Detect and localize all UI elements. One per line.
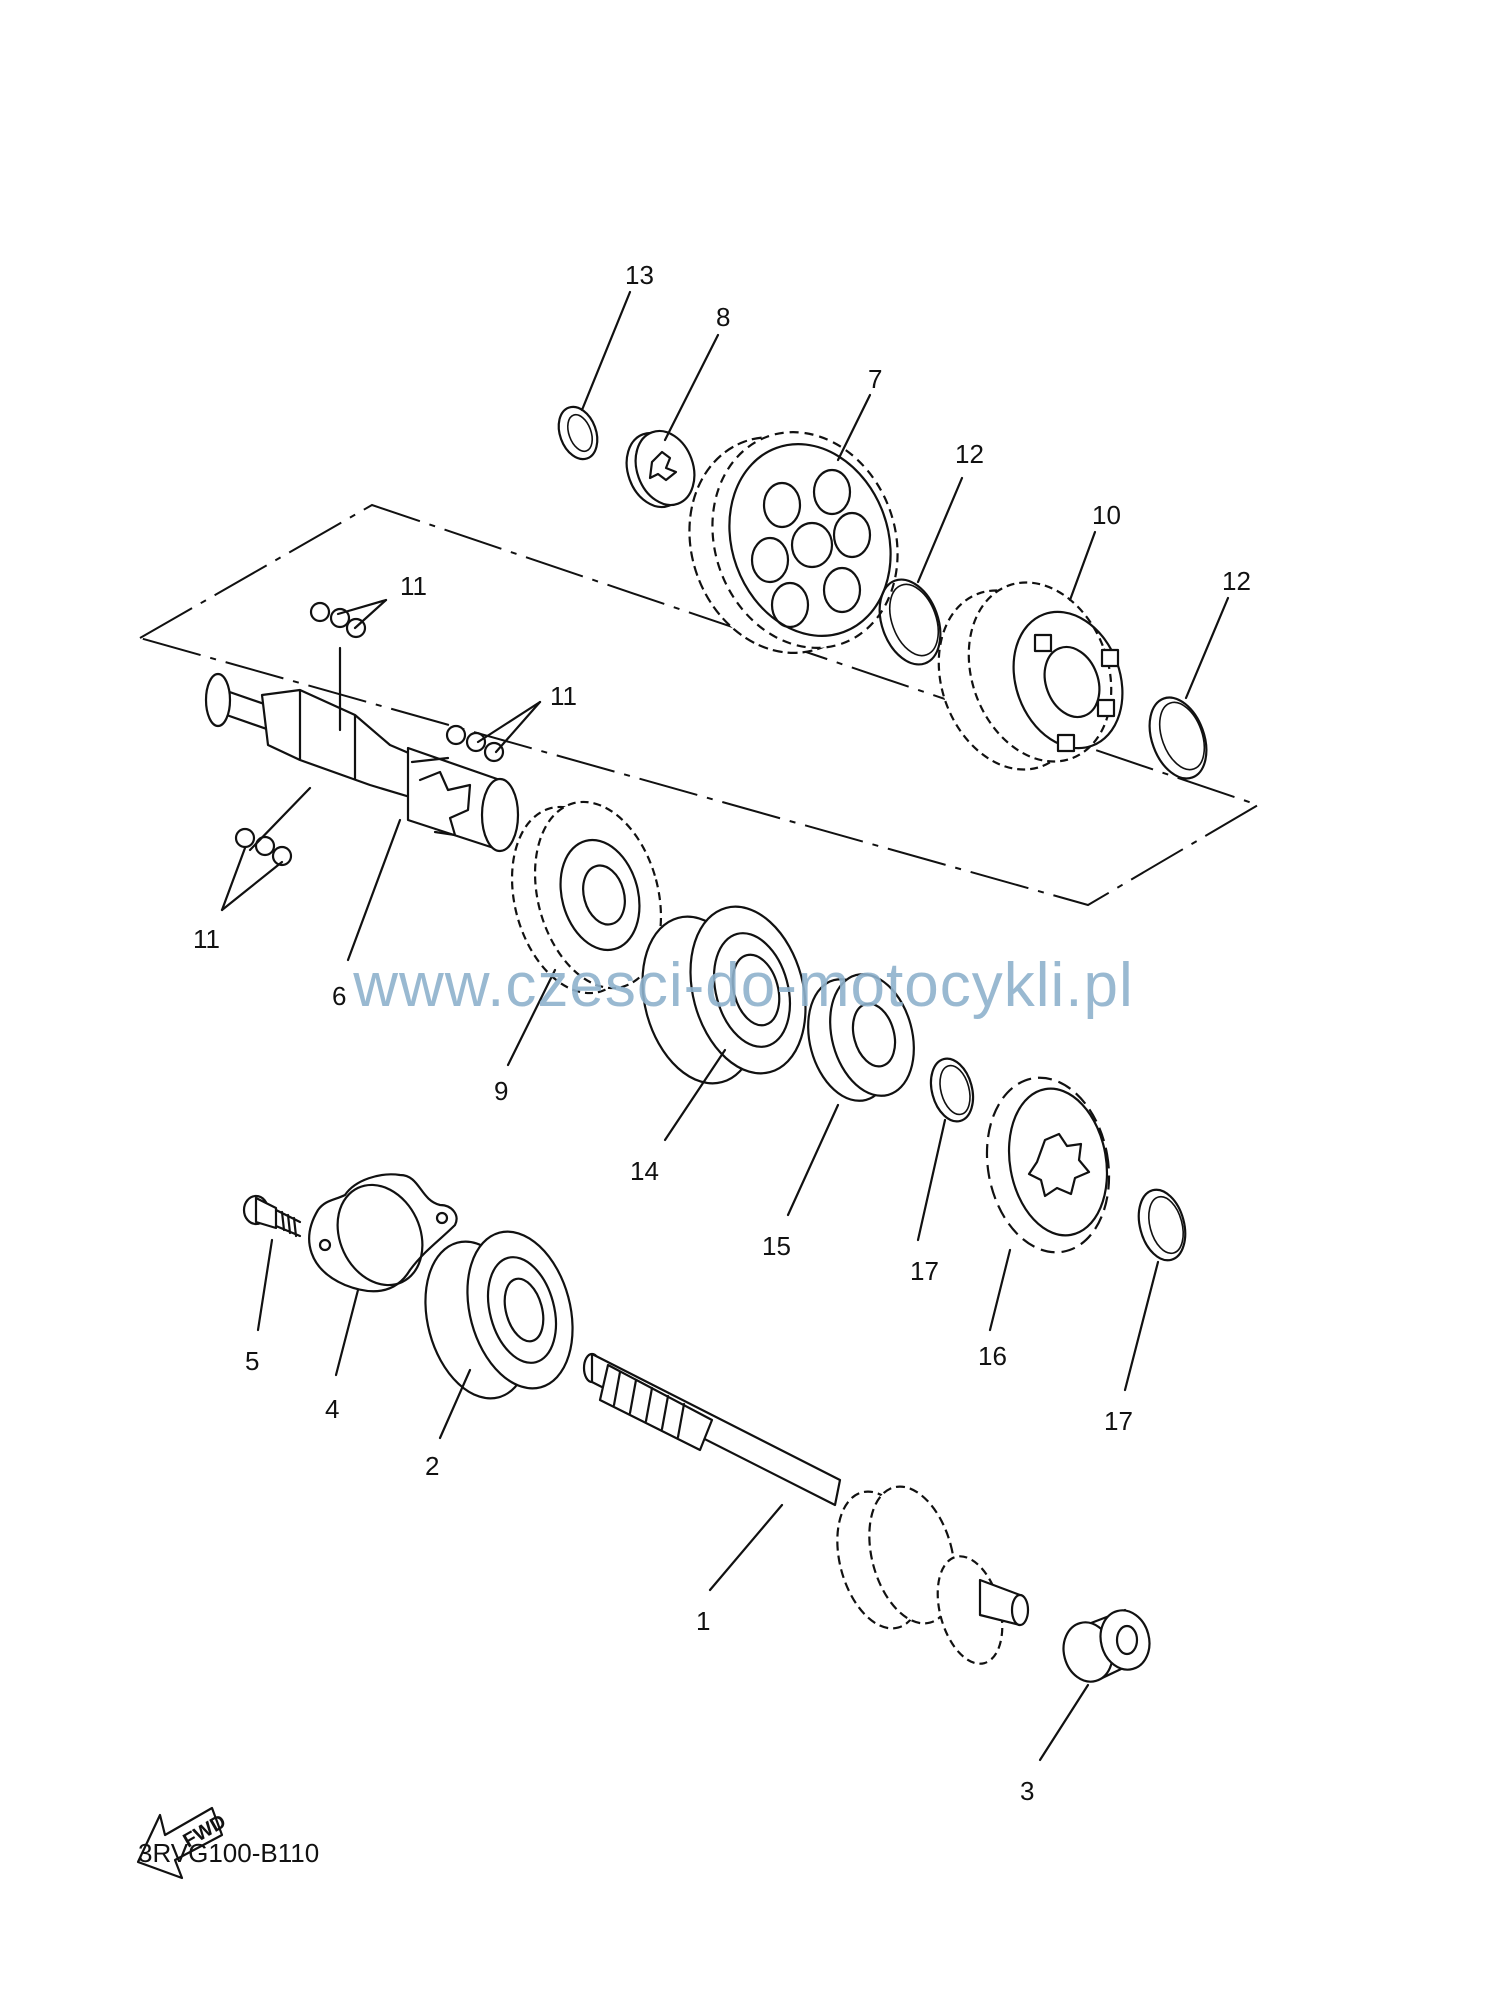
part-17-circlip-lower xyxy=(1137,1188,1187,1262)
part-12-circlip-lower xyxy=(1148,696,1208,780)
diagram-code: 3RVG100-B110 xyxy=(138,1838,320,1868)
part-10-dog-gear xyxy=(937,581,1124,771)
label-part-12-lower: 12 xyxy=(1222,566,1251,596)
part-7-gear xyxy=(688,431,899,654)
label-part-3: 3 xyxy=(1020,1776,1034,1806)
part-15-oil-seal xyxy=(807,973,915,1102)
part-1-main-axle xyxy=(582,1352,1030,1665)
part-14-bearing xyxy=(641,905,807,1085)
part-8-washer xyxy=(625,429,696,509)
part-16-sprocket xyxy=(985,1076,1111,1254)
label-part-12-upper: 12 xyxy=(955,439,984,469)
part-4-retainer-plate xyxy=(308,1173,458,1293)
part-11-balls-left xyxy=(234,827,293,867)
label-part-6: 6 xyxy=(332,981,346,1011)
part-17-circlip-upper xyxy=(929,1057,975,1123)
assembly-frame-dashed xyxy=(137,503,1261,907)
label-part-10: 10 xyxy=(1092,500,1121,530)
label-part-15: 15 xyxy=(762,1231,791,1261)
part-11-balls-mid xyxy=(445,724,505,763)
label-part-11-top: 11 xyxy=(400,571,427,601)
label-part-5: 5 xyxy=(245,1346,259,1376)
part-2-bearing xyxy=(424,1230,574,1400)
label-part-11-mid: 11 xyxy=(550,681,577,711)
part-13-circlip xyxy=(557,405,599,461)
label-part-7: 7 xyxy=(868,364,882,394)
label-part-8: 8 xyxy=(716,302,730,332)
part-3-collar xyxy=(1062,1608,1151,1683)
leader-lines xyxy=(220,290,1230,1762)
label-part-17-upper: 17 xyxy=(910,1256,939,1286)
part-6-shaft xyxy=(204,672,520,853)
label-part-13: 13 xyxy=(625,260,654,290)
label-part-16: 16 xyxy=(978,1341,1007,1371)
label-part-1: 1 xyxy=(696,1606,710,1636)
part-12-circlip-upper xyxy=(878,578,942,666)
fwd-arrow-icon: FWD xyxy=(136,1806,230,1880)
label-part-11-left: 11 xyxy=(193,924,220,954)
label-part-14: 14 xyxy=(630,1156,659,1186)
part-5-bolt xyxy=(242,1194,302,1238)
label-part-2: 2 xyxy=(425,1451,439,1481)
label-part-17-lower: 17 xyxy=(1104,1406,1133,1436)
label-part-4: 4 xyxy=(325,1394,339,1424)
part-9-gear xyxy=(510,800,663,995)
label-part-9: 9 xyxy=(494,1076,508,1106)
